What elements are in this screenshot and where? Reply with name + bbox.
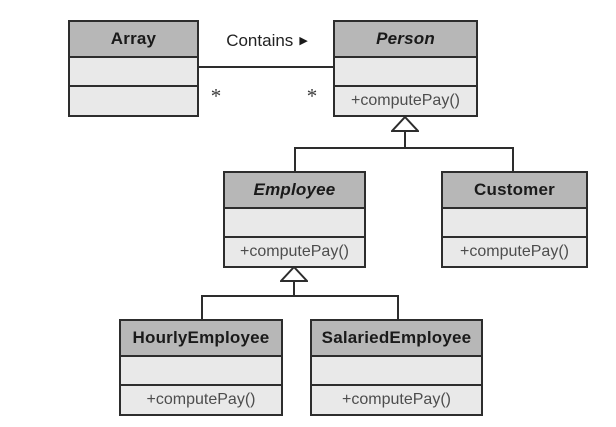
class-array-name-compartment: Array	[70, 22, 197, 58]
multiplicity-target: *	[306, 84, 318, 108]
generalization-crossbar-employee	[201, 295, 399, 297]
multiplicity-source: *	[210, 84, 222, 108]
association-label-text: Contains	[226, 31, 294, 50]
class-salaried-employee: SalariedEmployee +computePay()	[310, 319, 483, 416]
class-name: Employee	[253, 180, 336, 199]
generalization-branch-salaried	[397, 295, 399, 319]
class-person-attributes-compartment	[335, 58, 476, 87]
generalization-crossbar-person	[294, 147, 514, 149]
class-employee: Employee +computePay()	[223, 171, 366, 268]
class-name: SalariedEmployee	[321, 328, 472, 347]
class-customer-attributes-compartment	[443, 209, 586, 238]
class-employee-attributes-compartment	[225, 209, 364, 238]
class-array-attributes-compartment	[70, 58, 197, 87]
method-label: +computePay()	[240, 243, 349, 260]
class-hourly-employee: HourlyEmployee +computePay()	[119, 319, 283, 416]
class-name: HourlyEmployee	[132, 328, 270, 347]
direction-arrow-icon: ▶	[299, 35, 308, 47]
class-salaried-name-compartment: SalariedEmployee	[312, 321, 481, 357]
generalization-stem-person	[404, 130, 406, 148]
method-label: +computePay()	[460, 243, 569, 260]
method-label: +computePay()	[351, 92, 460, 109]
class-person: Person +computePay()	[333, 20, 478, 117]
class-array-methods-compartment	[70, 87, 197, 115]
class-array: Array	[68, 20, 199, 117]
class-name: Array	[110, 29, 157, 48]
generalization-branch-hourly	[201, 295, 203, 319]
generalization-branch-customer	[512, 147, 514, 171]
generalization-branch-employee	[294, 147, 296, 171]
class-hourly-name-compartment: HourlyEmployee	[121, 321, 281, 357]
class-salaried-attributes-compartment	[312, 357, 481, 386]
class-person-methods-compartment: +computePay()	[335, 87, 476, 115]
class-hourly-attributes-compartment	[121, 357, 281, 386]
association-label: Contains ▶	[212, 31, 322, 51]
class-customer: Customer +computePay()	[441, 171, 588, 268]
class-salaried-methods-compartment: +computePay()	[312, 386, 481, 414]
method-label: +computePay()	[342, 391, 451, 408]
class-name: Person	[376, 29, 435, 48]
class-customer-name-compartment: Customer	[443, 173, 586, 209]
class-employee-name-compartment: Employee	[225, 173, 364, 209]
class-customer-methods-compartment: +computePay()	[443, 238, 586, 266]
method-label: +computePay()	[146, 391, 256, 408]
class-person-name-compartment: Person	[335, 22, 476, 58]
association-line	[199, 66, 333, 68]
generalization-stem-employee	[293, 280, 295, 297]
class-hourly-methods-compartment: +computePay()	[121, 386, 281, 414]
class-employee-methods-compartment: +computePay()	[225, 238, 364, 266]
class-name: Customer	[474, 180, 555, 199]
